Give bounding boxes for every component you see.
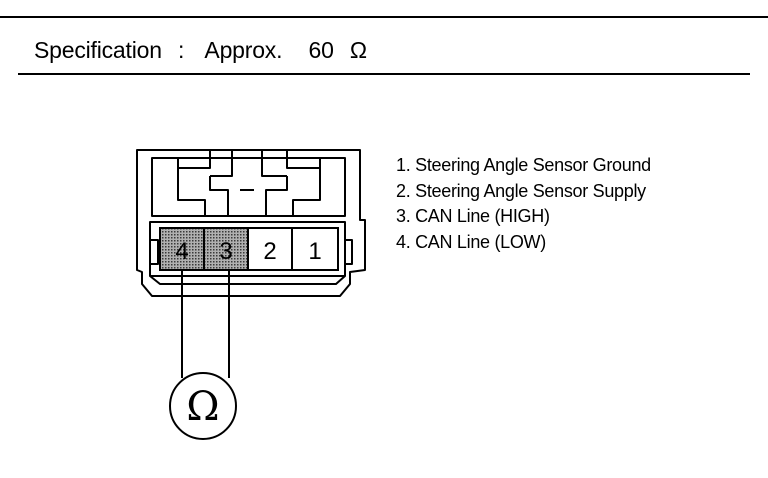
pin-4-label: 4 — [175, 238, 188, 265]
ohmmeter: Ω — [169, 372, 237, 440]
spec-underline — [18, 73, 750, 75]
pin-2-label: 2 — [263, 238, 276, 265]
pin-1-label: 1 — [308, 238, 321, 265]
ohmmeter-symbol: Ω — [186, 384, 219, 430]
pin-legend: 1. Steering Angle Sensor Ground 2. Steer… — [396, 153, 651, 255]
legend-item-4: 4. CAN Line (LOW) — [396, 231, 546, 252]
pin-4-cell — [159, 227, 205, 271]
meter-probes — [181, 270, 230, 378]
pin-1-cell — [291, 227, 339, 271]
spec-unit: Ω — [349, 37, 367, 63]
spec-approx: Approx. — [204, 37, 283, 63]
legend-item-1: 1. Steering Angle Sensor Ground — [396, 155, 651, 175]
spec-separator: : — [178, 37, 185, 63]
top-border-line — [0, 16, 768, 18]
legend-item-2: 2. Steering Angle Sensor Supply — [396, 180, 646, 201]
specification-row: Specification : Approx. 60 Ω — [34, 36, 367, 64]
pin-row: 4 3 2 1 — [159, 227, 339, 271]
ohmmeter-circle — [169, 372, 237, 440]
pin-2-cell — [247, 227, 293, 271]
pin-3-label: 3 — [219, 238, 232, 265]
connector-housing — [136, 149, 366, 297]
pin-3-cell — [203, 227, 249, 271]
spec-label: Specification — [34, 37, 162, 63]
spec-value: 60 — [308, 37, 334, 63]
legend-item-3: 3. CAN Line (HIGH) — [396, 206, 550, 226]
